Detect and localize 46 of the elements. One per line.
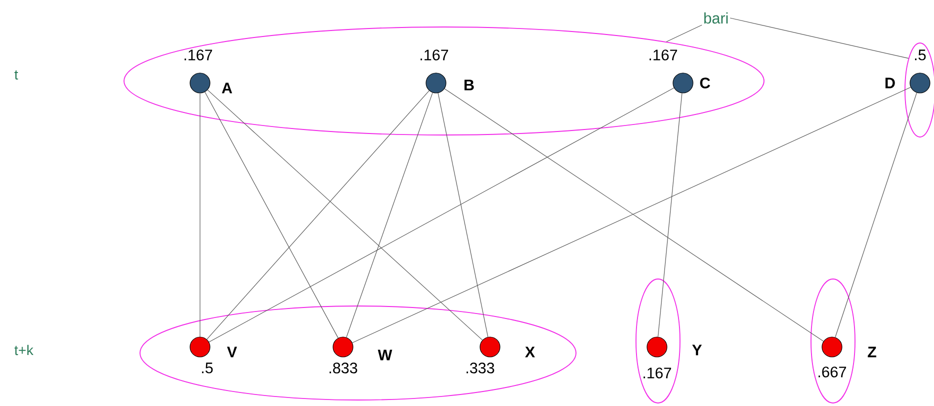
- group-ellipse: [124, 26, 764, 136]
- value-label: .167: [420, 50, 448, 60]
- vertex-letter: X: [525, 346, 535, 358]
- row-label: t: [14, 70, 18, 80]
- value-label: .167: [644, 368, 672, 378]
- vertex-dot: [672, 72, 694, 94]
- vertex-letter: C: [700, 78, 710, 88]
- value-label: .333: [466, 362, 494, 374]
- edge-line: [206, 90, 430, 340]
- vertex-letter: Y: [692, 344, 702, 356]
- edge-line: [204, 92, 338, 338]
- vertex-dot: [822, 336, 842, 358]
- group-ellipse: [810, 278, 856, 404]
- leader-line: [666, 24, 702, 42]
- edge-line: [834, 92, 918, 338]
- group-ellipse: [140, 306, 576, 400]
- group-ellipse: [636, 278, 680, 404]
- edge-line: [438, 92, 488, 338]
- edge-line: [444, 88, 824, 342]
- edge-line: [658, 92, 682, 338]
- edge-line: [352, 86, 911, 343]
- edge-line: [208, 88, 674, 342]
- value-label: .833: [330, 362, 358, 374]
- edge-line: [346, 92, 433, 338]
- value-label: .167: [184, 50, 212, 60]
- value-label: .5: [202, 362, 213, 374]
- group-label: bari: [704, 12, 728, 24]
- edge-line: [207, 90, 483, 340]
- vertex-dot: [332, 336, 354, 358]
- vertex-dot: [646, 336, 668, 358]
- vertex-letter: A: [222, 82, 232, 94]
- vertex-letter: D: [886, 78, 895, 88]
- vertex-dot: [480, 336, 500, 358]
- row-label: t+k: [14, 344, 34, 356]
- vertex-letter: Z: [868, 346, 876, 358]
- value-label: .5: [915, 50, 926, 60]
- vertex-dot: [190, 336, 210, 358]
- vertex-letter: V: [227, 346, 237, 358]
- value-label: .167: [650, 50, 678, 60]
- vertex-dot: [190, 72, 210, 94]
- vertex-dot: [910, 72, 930, 94]
- value-label: .667: [818, 366, 846, 378]
- vertex-dot: [426, 72, 446, 94]
- vertex-letter: W: [378, 350, 392, 360]
- leader-line: [730, 18, 909, 59]
- vertex-letter: B: [464, 80, 474, 90]
